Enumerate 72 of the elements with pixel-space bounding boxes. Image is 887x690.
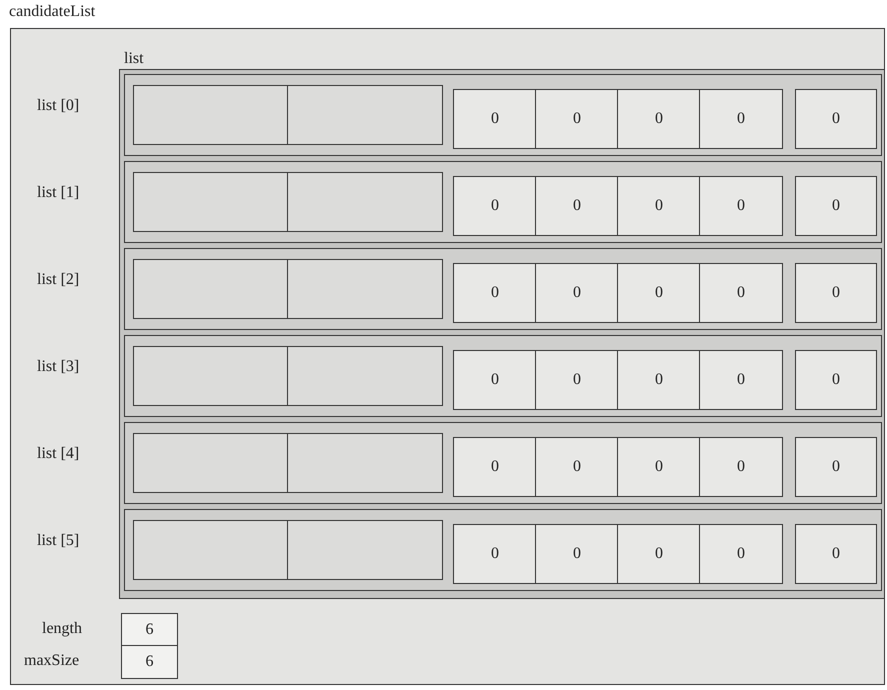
value-text: 0 <box>654 284 664 302</box>
value-cell <box>453 89 537 149</box>
value-text: 0 <box>831 284 841 302</box>
field-name: maxSize <box>24 652 80 670</box>
value-text: 0 <box>654 110 664 128</box>
value-text: 6 <box>144 653 154 671</box>
value-cell <box>617 524 701 584</box>
value-text: 0 <box>831 197 841 215</box>
value-cell <box>699 263 783 323</box>
value-cell <box>453 350 537 410</box>
value-cell <box>617 89 701 149</box>
value-cell <box>699 176 783 236</box>
value-text: 0 <box>831 458 841 476</box>
value-text: 0 <box>736 458 746 476</box>
index-label: list [0] <box>37 97 80 115</box>
value-text: 0 <box>831 110 841 128</box>
value-text: 0 <box>736 545 746 563</box>
value-cell <box>535 524 619 584</box>
value-cell <box>535 437 619 497</box>
value-text: 0 <box>572 284 582 302</box>
value-text: 0 <box>654 545 664 563</box>
value-cell <box>535 350 619 410</box>
value-text: 0 <box>736 371 746 389</box>
field-name: length <box>42 620 82 638</box>
value-text: 0 <box>654 197 664 215</box>
index-label: list [1] <box>37 184 80 202</box>
value-cell <box>617 176 701 236</box>
value-text: 0 <box>490 545 500 563</box>
value-text: 0 <box>736 197 746 215</box>
value-cell <box>795 350 877 410</box>
value-cell <box>453 524 537 584</box>
value-cell <box>535 89 619 149</box>
value-cell <box>699 350 783 410</box>
value-text: 0 <box>490 197 500 215</box>
value-cell <box>795 524 877 584</box>
value-text: 0 <box>490 371 500 389</box>
value-cell <box>617 350 701 410</box>
value-cell <box>453 176 537 236</box>
variable-name: candidateList <box>9 3 96 21</box>
value-cell <box>617 263 701 323</box>
value-text: 0 <box>572 110 582 128</box>
value-text: 0 <box>736 110 746 128</box>
value-text: 0 <box>490 284 500 302</box>
value-text: 6 <box>144 621 154 639</box>
value-cell <box>535 263 619 323</box>
index-label: list [5] <box>37 532 80 550</box>
value-text: 0 <box>736 284 746 302</box>
value-cell <box>699 89 783 149</box>
index-label: list [3] <box>37 358 80 376</box>
field-name: list <box>124 50 144 68</box>
value-text: 0 <box>572 545 582 563</box>
value-text: 0 <box>654 371 664 389</box>
value-cell <box>453 437 537 497</box>
index-label: list [4] <box>37 445 80 463</box>
value-text: 0 <box>572 458 582 476</box>
value-text: 0 <box>572 371 582 389</box>
value-cell <box>699 437 783 497</box>
value-cell <box>795 89 877 149</box>
value-text: 0 <box>572 197 582 215</box>
index-label: list [2] <box>37 271 80 289</box>
value-cell <box>617 437 701 497</box>
value-text: 0 <box>490 458 500 476</box>
value-text: 0 <box>490 110 500 128</box>
value-cell <box>795 176 877 236</box>
value-cell <box>453 263 537 323</box>
value-cell <box>795 437 877 497</box>
value-text: 0 <box>654 458 664 476</box>
value-text: 0 <box>831 545 841 563</box>
value-cell <box>699 524 783 584</box>
value-cell <box>795 263 877 323</box>
value-cell <box>535 176 619 236</box>
value-text: 0 <box>831 371 841 389</box>
